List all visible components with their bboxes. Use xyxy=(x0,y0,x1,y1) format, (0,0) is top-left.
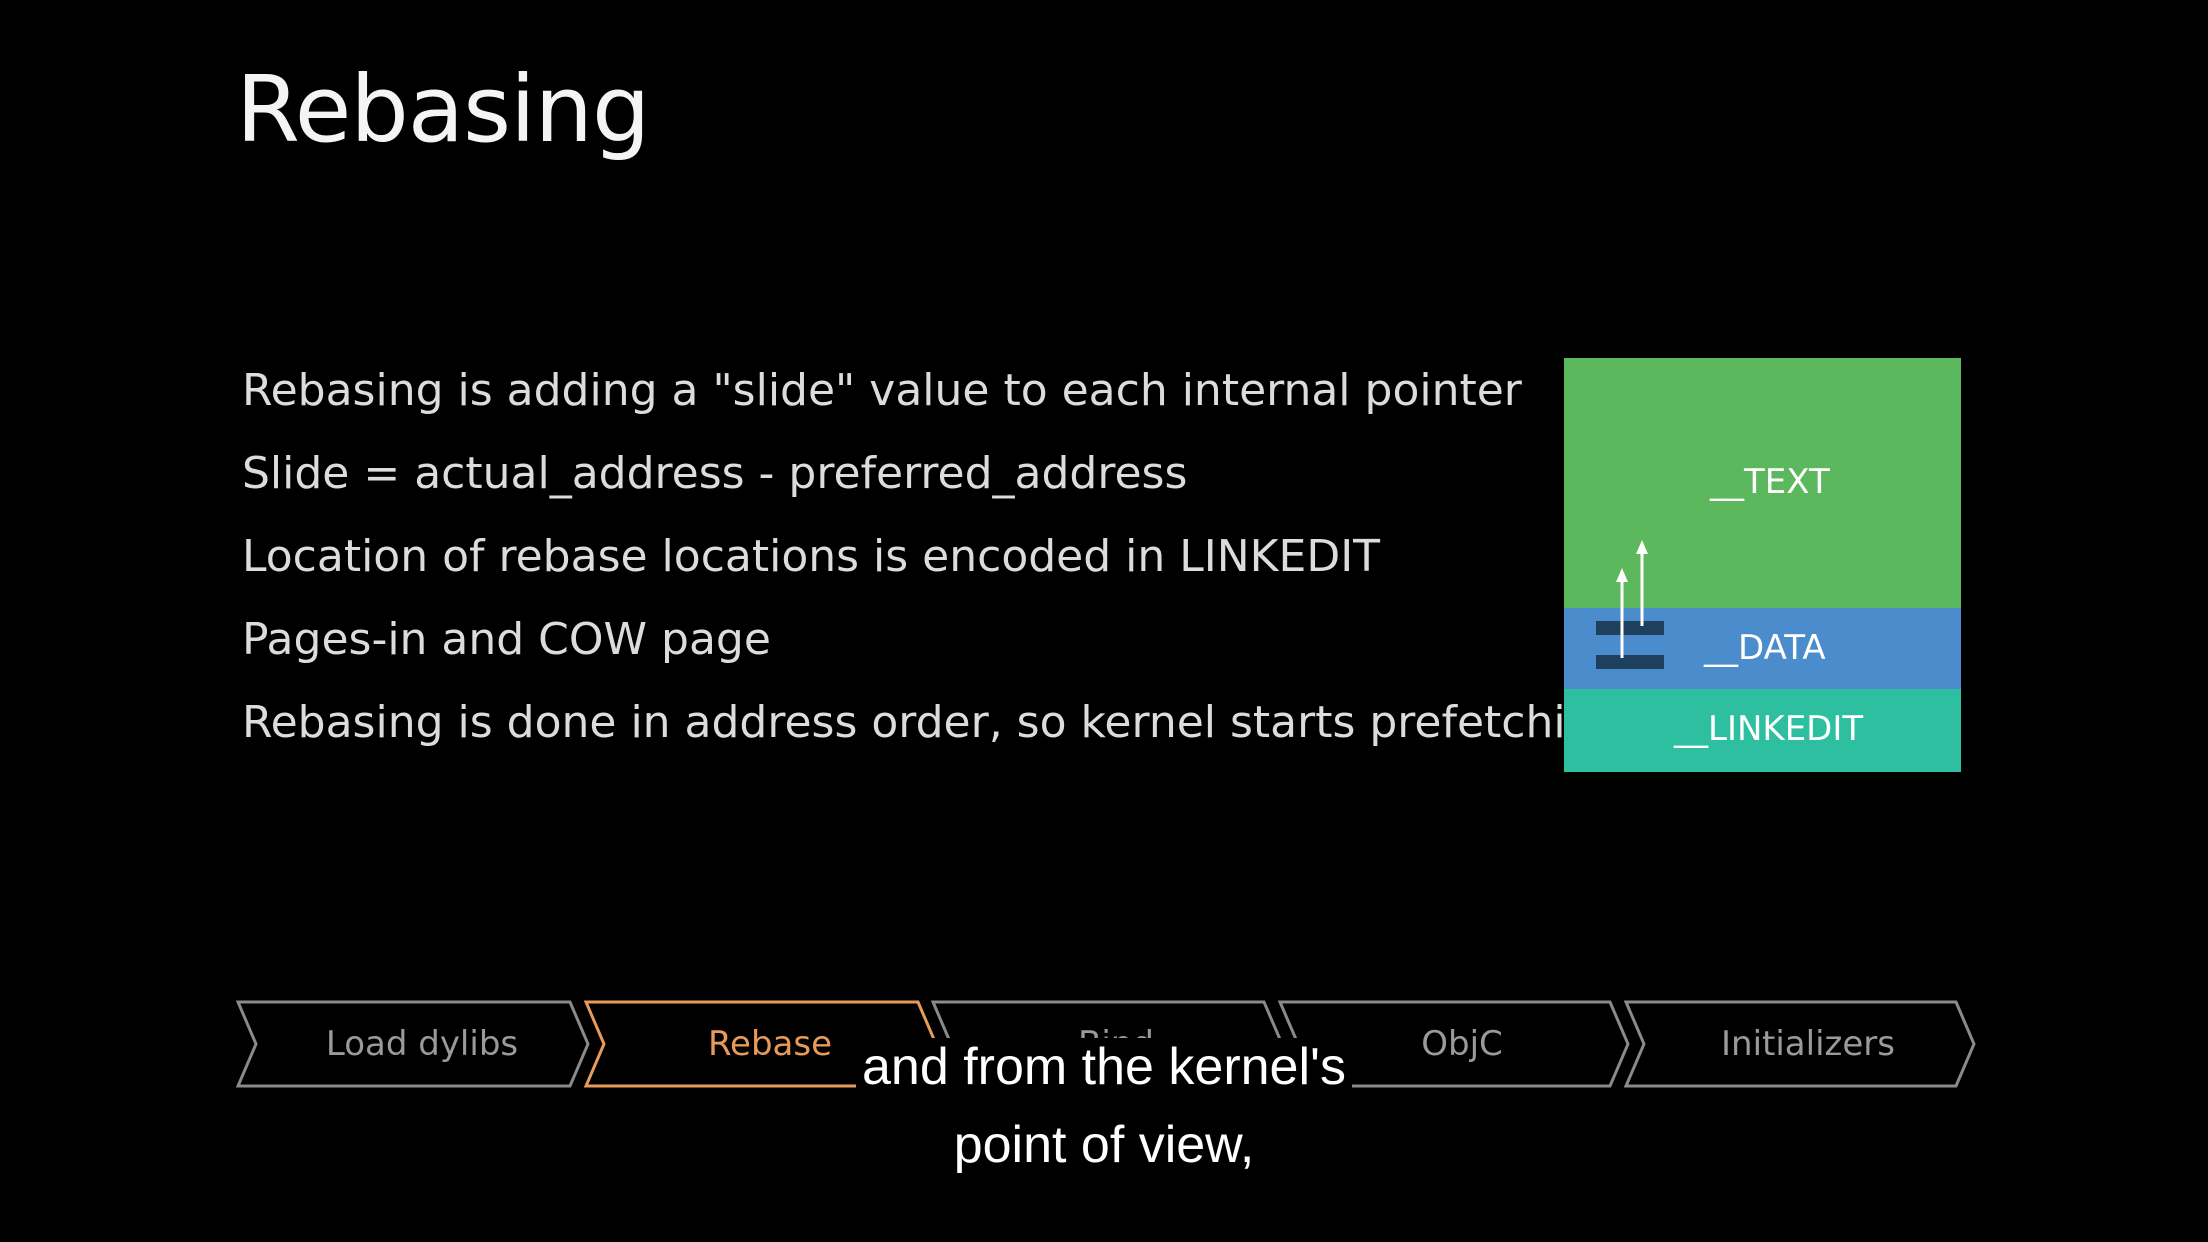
rebase-arrows-icon xyxy=(1616,540,1648,658)
bullet-item: Slide = actual_address - preferred_addre… xyxy=(242,448,1188,499)
subtitle-captions: and from the kernel's point of view, xyxy=(0,1028,2208,1184)
stage-chevron-initializers xyxy=(1623,1000,1976,1088)
linkedit-segment-label: __LINKEDIT xyxy=(1674,709,1864,749)
bullet-item: Rebasing is done in address order, so ke… xyxy=(242,697,1622,748)
bullet-item: Rebasing is adding a "slide" value to ea… xyxy=(242,365,1522,416)
data-segment-label: __DATA xyxy=(1704,628,1826,668)
bullet-list: Rebasing is adding a "slide" value to ea… xyxy=(242,355,1621,770)
linkedit-segment: __LINKEDIT xyxy=(1564,689,1961,772)
stage-initializers: Initializers xyxy=(1721,1024,1895,1064)
pointer-bar xyxy=(1596,655,1664,669)
subtitle-line-1: and from the kernel's xyxy=(856,1038,1352,1096)
bullet-item: Pages-in and COW page xyxy=(242,614,771,665)
pointer-bar xyxy=(1596,621,1664,635)
stage-chevron-load-dylibs xyxy=(236,1000,590,1088)
bullet-item: Location of rebase locations is encoded … xyxy=(242,531,1381,582)
stage-objc: ObjC xyxy=(1421,1024,1503,1064)
stage-load-dylibs: Load dylibs xyxy=(325,1024,519,1064)
stage-rebase: Rebase xyxy=(707,1024,833,1064)
subtitle-line-2: point of view, xyxy=(947,1116,1261,1174)
slide-title: Rebasing xyxy=(236,56,650,163)
memory-layout-diagram: __TEXT __DATA __LINKEDIT xyxy=(1564,358,1961,772)
text-segment-label: __TEXT xyxy=(1710,462,1830,502)
text-segment: __TEXT xyxy=(1564,358,1961,608)
